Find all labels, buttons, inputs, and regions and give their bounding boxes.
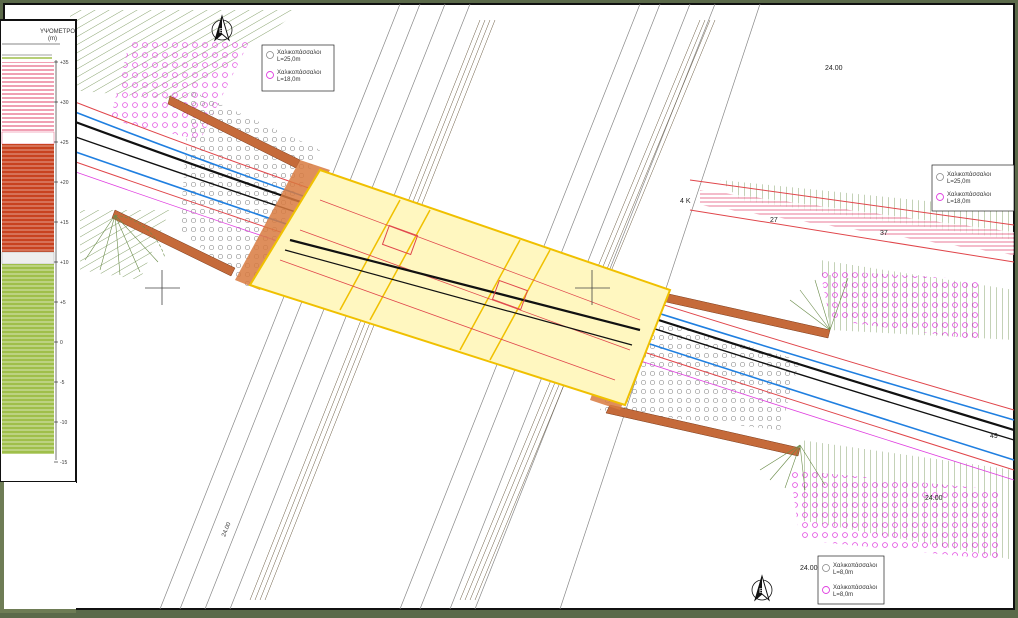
borehole-tick-label: +25 bbox=[60, 140, 69, 146]
borehole-header: ΥΨΟΜΕΤΡΟ bbox=[40, 29, 75, 35]
contour-label-top: 24.00 bbox=[825, 65, 843, 72]
legend-grey-length: L=25,0m bbox=[947, 179, 971, 185]
km-marker: 4 K bbox=[680, 198, 691, 205]
borehole-layer-fill-top bbox=[2, 62, 54, 132]
borehole-tick-label: +20 bbox=[60, 180, 69, 186]
bridge-deck bbox=[248, 168, 672, 407]
station-label-37: 37 bbox=[880, 230, 888, 237]
pile-field-grey-left bbox=[180, 90, 320, 290]
legend-magenta-label: Χαλικοπάσσαλοι bbox=[833, 584, 878, 591]
north-arrow-icon: B bbox=[751, 574, 773, 602]
pile-field-magenta-top bbox=[110, 40, 250, 140]
legend-magenta-label: Χαλικοπάσσαλοι bbox=[277, 69, 322, 76]
legend-grey-label: Χαλικοπάσσαλοι bbox=[947, 171, 992, 178]
road-elevation-label: 24.00 bbox=[221, 521, 232, 538]
station-label-27: 27 bbox=[770, 217, 778, 224]
contour-label-bottom: 24.00 bbox=[800, 565, 818, 572]
side-road bbox=[689, 179, 1015, 263]
pile-field-grey-right bbox=[600, 320, 800, 430]
legend-magenta-length: L=18,0m bbox=[947, 199, 971, 205]
borehole-tick-label: +30 bbox=[60, 100, 69, 106]
borehole-layer-clay bbox=[2, 144, 54, 252]
borehole-tick-label: -5 bbox=[60, 380, 65, 386]
borehole-tick-label: +5 bbox=[60, 300, 66, 306]
borehole-tick-label: -15 bbox=[60, 460, 67, 466]
legend-grey-length: L=25,0m bbox=[277, 57, 301, 63]
legend-magenta-label: Χαλικοπάσσαλοι bbox=[947, 191, 992, 198]
slope-fans bbox=[84, 214, 849, 491]
drawing-sheet-lower bbox=[4, 482, 76, 609]
north-arrow-letter: B bbox=[759, 588, 764, 595]
legend-grey-length: L=8,0m bbox=[833, 570, 853, 576]
borehole-unit: (m) bbox=[48, 36, 57, 42]
pile-field-magenta-bottom bbox=[790, 470, 1000, 560]
crosshairs bbox=[145, 270, 610, 305]
legend-grey-label: Χαλικοπάσσαλοι bbox=[833, 562, 878, 569]
legend-box-top: Χαλικοπάσσαλοι L=25,0m Χαλικοπάσσαλοι L=… bbox=[261, 44, 335, 92]
borehole-tick-label: +35 bbox=[60, 60, 69, 66]
legend-magenta-length: L=18,0m bbox=[277, 77, 301, 83]
borehole-layer-sand bbox=[2, 264, 54, 454]
borehole-tick-label: 0 bbox=[60, 340, 63, 346]
north-arrow-letter: B bbox=[219, 28, 224, 35]
legend-magenta-length: L=8,0m bbox=[833, 592, 853, 598]
station-label-49: 49 bbox=[990, 433, 998, 440]
legend-box-right: Χαλικοπάσσαλοι L=25,0m Χαλικοπάσσαλοι L=… bbox=[931, 164, 1015, 212]
legend-box-bottom: Χαλικοπάσσαλοι L=8,0m Χαλικοπάσσαλοι L=8… bbox=[817, 555, 885, 605]
pile-field-magenta-right bbox=[820, 270, 980, 340]
north-arrow-icon: B bbox=[211, 14, 233, 42]
borehole-log-panel: ΥΨΟΜΕΤΡΟ (m) +35 +30 +25 +20 +15 +10 +5 0 -5 -10 -… bbox=[0, 19, 77, 483]
legend-grey-label: Χαλικοπάσσαλοι bbox=[277, 49, 322, 56]
contour-label-bottom-right: 24.00 bbox=[925, 495, 943, 502]
borehole-tick-label: -10 bbox=[60, 420, 67, 426]
borehole-tick-label: +10 bbox=[60, 260, 69, 266]
borehole-tick-label: +15 bbox=[60, 220, 69, 226]
